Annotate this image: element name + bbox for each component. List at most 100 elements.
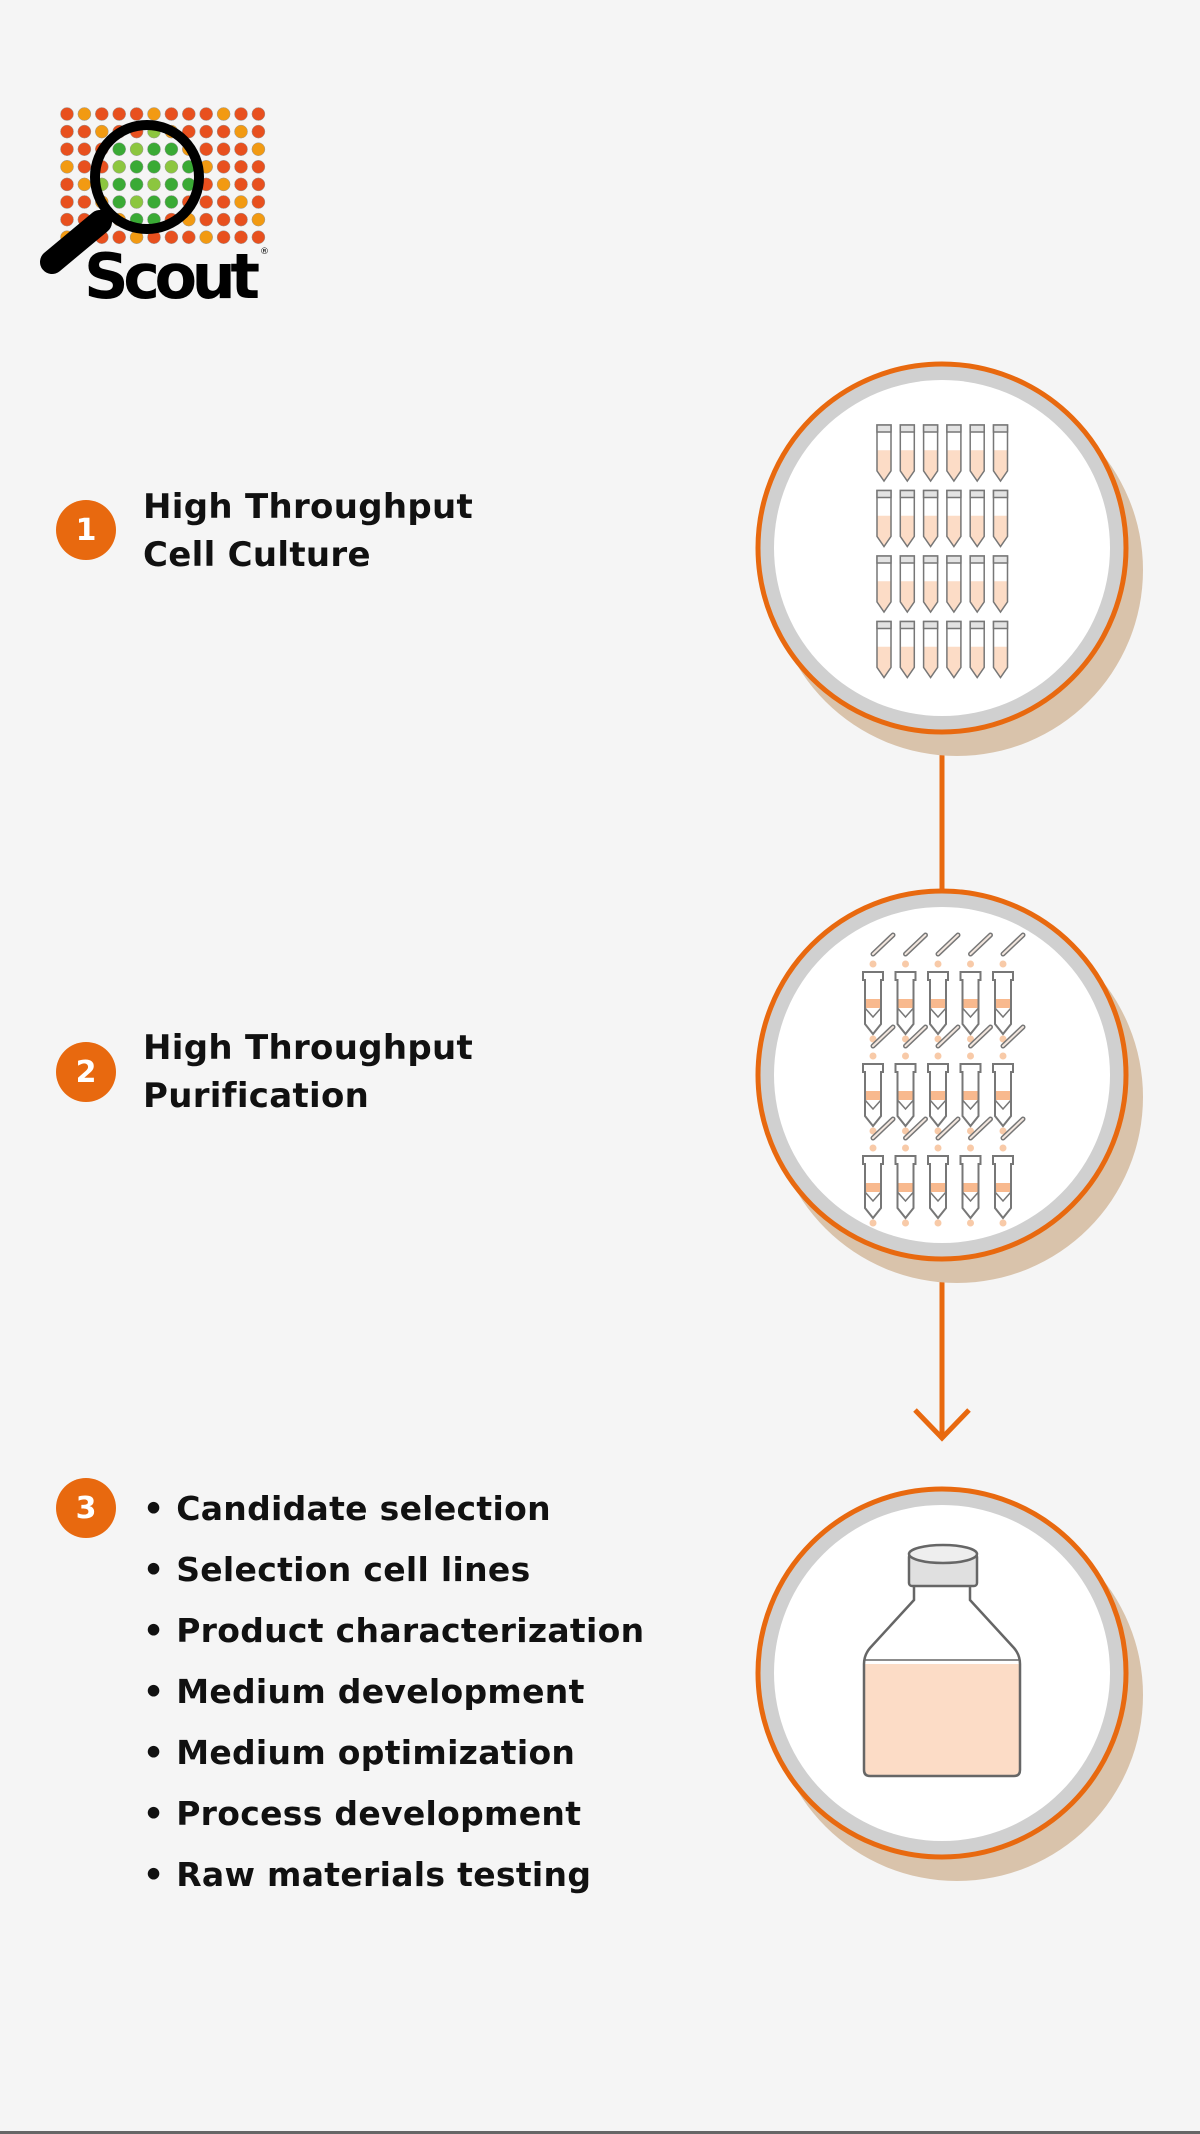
tube-icon (876, 620, 892, 679)
logo-dot (199, 124, 213, 139)
logo-dot (199, 142, 213, 156)
tube-icon (992, 620, 1009, 679)
column-tube-icon (992, 1063, 1014, 1128)
connector-lines (913, 730, 971, 1442)
tube-icon (969, 489, 985, 548)
logo-text: Scout (84, 240, 260, 313)
step-1-title: High Throughput Cell Culture (143, 483, 473, 579)
droplet (967, 1127, 974, 1135)
pipette-icon (1000, 932, 1026, 957)
column-tube-icon (862, 971, 884, 1036)
magnifier-handle (40, 210, 112, 274)
logo-dot (129, 195, 144, 209)
logo-dot (60, 160, 74, 174)
logo-dot (216, 177, 231, 192)
logo-dot (234, 177, 248, 192)
step-3-list: Candidate selection Selection cell lines… (143, 1478, 644, 1905)
pipette-icon (870, 1024, 896, 1049)
pipette-icon (870, 1116, 896, 1141)
step-2-title-line2: Purification (143, 1076, 370, 1116)
droplet (902, 1127, 909, 1135)
bottle-icon (862, 1543, 1022, 1778)
logo-dot (129, 107, 144, 121)
logo-dot (234, 107, 248, 121)
logo-dot (234, 195, 248, 209)
logo-dot (60, 107, 74, 121)
droplet (869, 1144, 877, 1152)
column-tube-icon (959, 1155, 982, 1220)
pipette-icon (903, 1116, 928, 1141)
logo-dot (216, 107, 231, 121)
droplet (999, 1035, 1007, 1043)
logo-dot (234, 212, 248, 227)
droplet (902, 1144, 909, 1152)
column-tube-icon (992, 971, 1014, 1036)
list-item: Process development (143, 1783, 644, 1844)
tube-icon (899, 555, 916, 614)
logo-dot (216, 230, 231, 244)
droplet (967, 1035, 974, 1043)
logo-dot (182, 124, 196, 139)
column-tube-icon (894, 1155, 917, 1220)
arrow-down-icon (913, 1408, 971, 1442)
logo-dot (182, 107, 196, 121)
logo-dot (147, 177, 161, 192)
tube-icon (922, 555, 939, 614)
logo-dot (112, 230, 126, 244)
logo-dot (60, 212, 74, 227)
footer-divider (0, 2131, 1200, 2134)
droplet (902, 1052, 909, 1060)
logo-dot (77, 195, 92, 209)
circle-inner (774, 380, 1110, 716)
droplet (869, 1219, 877, 1227)
logo-dot (251, 160, 266, 174)
logo-dot (77, 124, 92, 139)
step-1-title-line1: High Throughput (143, 487, 474, 527)
logo-dot (216, 195, 231, 209)
pipette-icon (935, 1024, 961, 1049)
logo-dot (147, 195, 161, 209)
column-tube-icon (862, 1063, 884, 1128)
droplet (934, 1035, 942, 1043)
magnifier-icon (90, 120, 204, 234)
step-2-title-line1: High Throughput (143, 1028, 474, 1068)
logo-dot (234, 124, 248, 139)
tube-icon (899, 620, 916, 679)
step-2-badge: 2 (56, 1042, 116, 1102)
logo-dot (112, 107, 126, 121)
logo-dot (147, 142, 161, 156)
tube-icon (922, 489, 939, 548)
tube-icon (922, 620, 939, 679)
circle-inner (774, 907, 1110, 1243)
droplet (967, 960, 974, 968)
logo-dot (129, 177, 144, 192)
droplet (934, 1052, 942, 1060)
logo-dot (216, 142, 231, 156)
logo-dot (112, 195, 126, 209)
droplet (967, 1052, 974, 1060)
tube-icon (876, 555, 892, 614)
pipette-icon (935, 1116, 961, 1141)
logo-dot (251, 142, 266, 156)
column-tube-icon (959, 1063, 982, 1128)
pipette-icon (968, 1116, 993, 1141)
list-item: Raw materials testing (143, 1844, 644, 1905)
tube-icon (946, 424, 962, 483)
tube-icon (899, 489, 916, 548)
droplet (999, 1052, 1007, 1060)
tube-icon (992, 489, 1009, 548)
logo-dot (112, 160, 126, 174)
pipette-icon (903, 1024, 928, 1049)
logo-dot (112, 177, 126, 192)
droplet (934, 1127, 942, 1135)
logo-registered: ® (260, 247, 269, 257)
logo-dot (164, 160, 179, 174)
droplet (869, 1127, 877, 1135)
logo-dot (199, 107, 213, 121)
logo-dot (234, 142, 248, 156)
step-3-badge: 3 (56, 1478, 116, 1538)
logo-dot (60, 195, 74, 209)
logo-dot (251, 195, 266, 209)
logo-dot (60, 177, 74, 192)
